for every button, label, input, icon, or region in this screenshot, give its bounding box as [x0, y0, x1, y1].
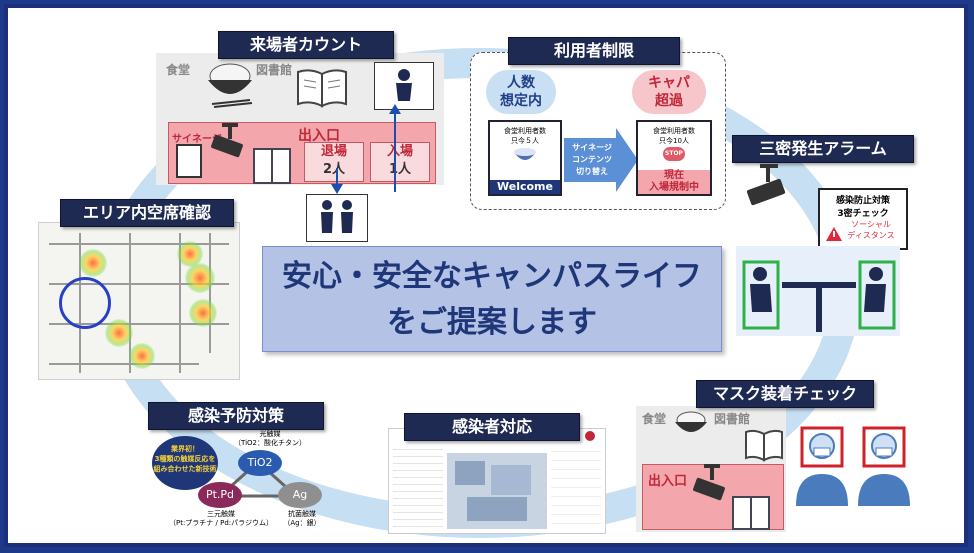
over-status: キャパ 超過 — [632, 70, 706, 114]
visitor-count-title: 来場者カウント — [218, 31, 394, 59]
camera-icon — [208, 123, 252, 167]
signage-icon — [176, 144, 202, 178]
masked-person-1 — [792, 424, 852, 512]
exit-label: 退場 — [320, 144, 347, 159]
focus-circle — [59, 277, 111, 329]
photocatalyst-label-1: 光触媒 — [259, 430, 281, 438]
masked-person-2 — [854, 424, 914, 512]
sign-line3: ソーシャル — [851, 220, 891, 229]
diagram-frame: 安心・安全なキャンパスライフ をご提案します 食堂 図書館 来場者カウント サイ… — [4, 4, 968, 547]
entrance-label: 出入口 — [298, 128, 340, 144]
up-arrow-icon — [388, 104, 402, 198]
sign-line4: ディスタンス — [847, 231, 895, 240]
book-icon — [296, 66, 348, 114]
restricted-footer-line2: 入場規制中 — [649, 182, 699, 193]
mask-entrance-label: 出入口 — [648, 474, 688, 489]
library-label: 図書館 — [256, 63, 293, 77]
enter-cell: 入場 1人 — [370, 142, 430, 182]
infected-title: 感染者対応 — [404, 413, 580, 441]
infected-dashboard — [388, 428, 606, 534]
person-box-bottom — [306, 194, 368, 242]
three-way-label-1: 三元触媒 — [207, 510, 235, 518]
stop-sign: STOP — [663, 147, 685, 161]
node-ptpd: Pt.Pd — [198, 482, 242, 508]
vacancy-title: エリア内空席確認 — [60, 199, 234, 227]
mask-cafeteria-label: 食堂 — [642, 412, 667, 426]
photocatalyst-label-2: （TiO2：酸化チタン） — [234, 439, 306, 447]
restricted-screen-footer: 現在 入場規制中 — [638, 170, 710, 194]
three-way-label-2: （Pt:プラチナ / Pd:パラジウム） — [168, 519, 273, 527]
photocatalyst-label: 光触媒 （TiO2：酸化チタン） — [230, 430, 310, 448]
signage-label: サイネージ — [172, 134, 222, 145]
vacancy-map — [38, 222, 240, 380]
three-way-label: 三元触媒 （Pt:プラチナ / Pd:パラジウム） — [168, 510, 274, 528]
antibacterial-label: 抗菌触媒 （Ag：銀） — [272, 510, 332, 528]
switch-arrow-text: サイネージ コンテンツ 切り替え — [572, 143, 612, 176]
sign-line2: 3密チェック — [837, 209, 889, 219]
cafeteria-label: 食堂 — [166, 63, 191, 77]
mask-check-title: マスク装着チェック — [696, 380, 874, 408]
warning-icon — [826, 226, 842, 245]
welcome-screen-header: 食堂利用者数 — [504, 127, 546, 135]
restricted-footer-line1: 現在 — [664, 170, 684, 181]
exit-count: 2人 — [322, 162, 346, 177]
mask-library-label: 図書館 — [714, 412, 751, 426]
mask-door-icon — [732, 496, 770, 530]
table-scene — [736, 246, 900, 336]
alarm-title: 三密発生アラーム — [732, 135, 914, 163]
node-tio2: TiO2 — [238, 450, 282, 476]
prevention-title: 感染予防対策 — [148, 402, 324, 430]
mask-camera-icon — [690, 464, 734, 508]
sign-line1: 感染防止対策 — [835, 196, 890, 206]
person-box-top — [374, 62, 434, 110]
usage-limit-title: 利用者制限 — [508, 37, 680, 65]
exit-cell: 退場 2人 — [304, 142, 364, 182]
restricted-screen-header: 食堂利用者数 — [653, 127, 695, 135]
restricted-screen-count: 只今10人 — [659, 137, 689, 145]
center-line1: 安心・安全なキャンパスライフ — [282, 259, 702, 294]
antibacterial-label-2: （Ag：銀） — [283, 519, 321, 527]
down-arrow-icon — [330, 168, 344, 198]
switch-arrow — [564, 128, 638, 196]
welcome-screen-count: 只今５人 — [511, 137, 539, 145]
prevention-badge: 業界初！ 3種類の触媒反応を 組み合わせた新技術 — [152, 436, 218, 490]
welcome-screen: 食堂利用者数 只今５人 Welcome — [488, 120, 562, 196]
rice-bowl-icon — [204, 62, 256, 112]
mask-book-icon — [744, 428, 784, 466]
door-icon — [253, 148, 291, 184]
welcome-screen-footer: Welcome — [490, 180, 560, 194]
checkpoint-sign: 感染防止対策 3密チェック ソーシャル ディスタンス — [818, 188, 908, 250]
ok-status: 人数 想定内 — [486, 70, 556, 114]
alarm-camera-icon — [742, 164, 798, 214]
antibacterial-label-1: 抗菌触媒 — [288, 510, 316, 518]
node-ag: Ag — [278, 482, 322, 508]
mask-bowl-icon — [672, 410, 710, 444]
enter-label: 入場 — [386, 144, 413, 159]
bowl-icon — [490, 146, 560, 170]
center-message: 安心・安全なキャンパスライフ をご提案します — [262, 246, 722, 352]
center-line2: をご提案します — [387, 305, 597, 340]
restricted-screen: 食堂利用者数 只今10人 STOP 現在 入場規制中 — [636, 120, 712, 196]
